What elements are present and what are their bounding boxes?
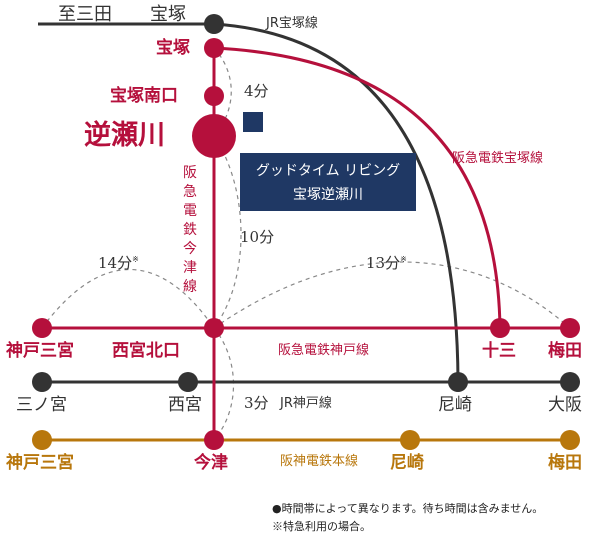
line-label-jr-takarazuka: JR宝塚線 <box>266 16 318 31</box>
arc-to-kobe-sannomiya <box>41 268 215 329</box>
property-marker <box>243 112 263 132</box>
station-label-imazu: 今津 <box>194 453 228 473</box>
station-dots <box>32 14 580 450</box>
station-label-amagasaki-hanshin: 尼崎 <box>390 453 424 473</box>
station-dot-kobe-sannomiya-hankyu <box>32 318 52 338</box>
station-label-osaka-jr: 大阪 <box>548 395 582 415</box>
time-to-umeda: 13分※ <box>366 256 407 271</box>
arc-to-takarazuka <box>213 47 232 137</box>
station-label-umeda-hanshin: 梅田 <box>548 453 582 473</box>
station-dot-jr-takarazuka <box>204 14 224 34</box>
station-label-juso: 十三 <box>482 341 516 361</box>
station-label-sannomiya-jr: 三ノ宮 <box>16 395 67 415</box>
time-to-kobe-sannomiya: 14分※ <box>98 256 139 271</box>
footnote-timing: ●時間帯によって異なります。待ち時間は含みません。 <box>272 502 544 515</box>
station-dot-sakasegawa <box>192 114 236 158</box>
line-label-hankyu-takarazuka: 阪急電鉄宝塚線 <box>452 151 544 166</box>
station-dot-sannomiya-jr <box>32 372 52 392</box>
hankyu-takarazuka-line <box>213 46 502 329</box>
time-to-takarazuka: 4分 <box>244 82 269 100</box>
station-label-kobe-sannomiya-hankyu: 神戸三宮 <box>6 341 74 361</box>
station-dot-umeda-hanshin <box>560 430 580 450</box>
travel-time-arcs <box>41 47 571 441</box>
arc-to-imazu <box>213 327 235 441</box>
express-mark-kobe: ※ <box>132 255 139 264</box>
station-dot-kobe-sannomiya-hanshin <box>32 430 52 450</box>
time-to-umeda-value: 13分 <box>366 254 401 272</box>
station-label-amagasaki-jr: 尼崎 <box>438 395 472 415</box>
time-to-imazu: 3分 <box>244 394 269 412</box>
time-to-kobe-sannomiya-value: 14分 <box>98 254 133 272</box>
station-dot-amagasaki-hanshin <box>400 430 420 450</box>
jr-takarazuka-line <box>38 22 460 381</box>
station-dot-osaka-jr <box>560 372 580 392</box>
station-dot-imazu <box>204 430 224 450</box>
footnotes: ●時間帯によって異なります。待ち時間は含みません。 ※特急利用の場合。 <box>272 500 543 536</box>
express-mark-umeda: ※ <box>400 255 407 264</box>
station-label-takarazuka-minamiguchi: 宝塚南口 <box>110 86 178 106</box>
station-dot-amagasaki-jr <box>448 372 468 392</box>
station-dot-hankyu-takarazuka <box>204 38 224 58</box>
station-dot-takarazuka-minamiguchi <box>204 86 224 106</box>
property-name-line2: 宝塚逆瀬川 <box>293 187 363 203</box>
station-label-kobe-sannomiya-hanshin: 神戸三宮 <box>6 453 74 473</box>
line-label-hankyu-kobe: 阪急電鉄神戸線 <box>278 343 370 358</box>
station-dot-umeda-hankyu <box>560 318 580 338</box>
arc-to-umeda <box>213 261 571 329</box>
station-label-nishinomiya-kitaguchi: 西宮北口 <box>112 341 180 361</box>
time-to-nishinomiya-kitaguchi: 10分 <box>240 228 275 246</box>
station-dot-nishinomiya-kitaguchi <box>204 318 224 338</box>
label-for-sanda: 至三田 <box>58 4 112 25</box>
station-label-hankyu-takarazuka: 宝塚 <box>156 38 190 58</box>
line-label-hanshin-main: 阪神電鉄本線 <box>280 454 359 469</box>
station-dot-juso <box>490 318 510 338</box>
property-label: グッドタイム リビング 宝塚逆瀬川 <box>240 153 416 211</box>
line-label-jr-kobe: JR神戸線 <box>280 396 332 411</box>
station-dot-nishinomiya-jr <box>178 372 198 392</box>
station-label-sakasegawa: 逆瀬川 <box>84 120 165 151</box>
arc-to-nishinomiya-kitaguchi <box>213 135 242 329</box>
station-label-nishinomiya-jr: 西宮 <box>168 395 202 415</box>
footnote-express: ※特急利用の場合。 <box>272 520 371 533</box>
station-label-jr-takarazuka: 宝塚 <box>150 4 186 25</box>
station-label-umeda-hankyu: 梅田 <box>548 341 582 361</box>
line-label-hankyu-imazu: 阪急電鉄今津線 <box>183 165 197 295</box>
property-name-line1: グッドタイム リビング <box>255 163 401 179</box>
